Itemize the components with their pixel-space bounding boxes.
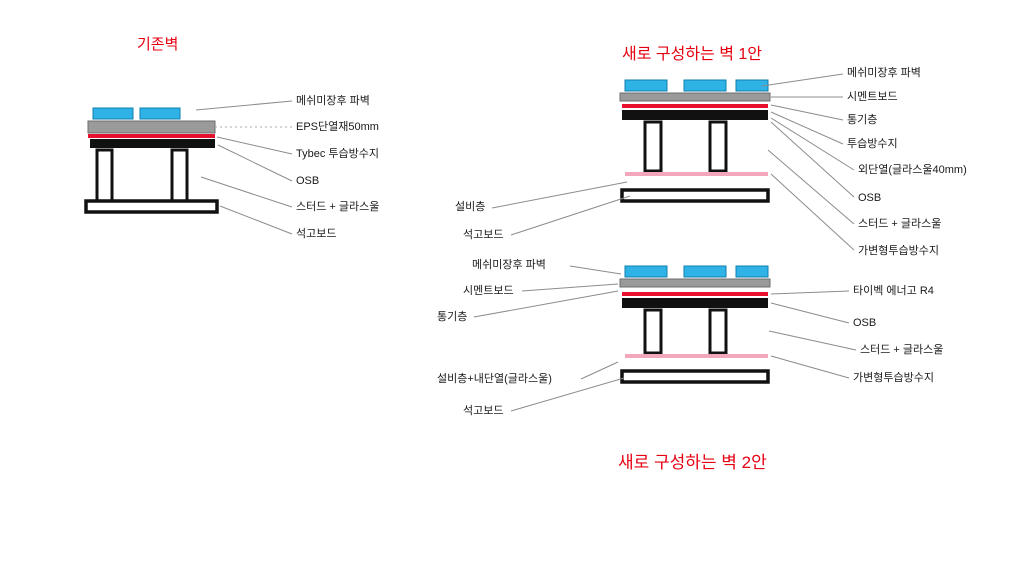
layer-label-tyvek-membrane: Tybec 투습방수지 [296, 148, 380, 160]
stud [643, 308, 663, 355]
cement-board-bar [619, 278, 771, 288]
existing-wall-leader-lines [195, 100, 293, 235]
variable-membrane-line [625, 354, 768, 358]
plan2-right-leader-lines [768, 290, 857, 379]
stud [170, 148, 189, 203]
tyvek-enerco-line [622, 292, 768, 296]
stud [708, 308, 728, 355]
existing-wall-drawing [84, 107, 219, 214]
plan1-label-vent-layer: 통기층 [847, 114, 878, 126]
plan1-label-mesh-plaster-brick: 메쉬미장후 파벽 [847, 67, 921, 79]
plan2-left-leader-lines [473, 265, 625, 412]
title-existing-wall: 기존벽 [137, 36, 179, 53]
plan1-label-osb: OSB [858, 192, 882, 204]
stud [708, 120, 728, 173]
cement-board-bar [619, 92, 771, 102]
leader-line [770, 121, 855, 198]
brick-tile [683, 79, 727, 92]
plan1-wall-drawing [619, 79, 771, 203]
plan1-label-variable-membrane: 가변형투습방수지 [858, 245, 939, 257]
leader-line [216, 136, 293, 155]
plan2-label-gypsum-board: 석고보드 [463, 405, 504, 417]
leader-line [219, 205, 293, 235]
title-new-wall-plan2: 새로 구성하는 벽 2안 [618, 453, 767, 472]
leader-line [510, 377, 625, 412]
stud [643, 120, 663, 173]
leader-line [770, 111, 844, 145]
layer-label-gypsum-board: 석고보드 [296, 228, 337, 240]
title-new-wall-plan1: 새로 구성하는 벽 1안 [622, 46, 762, 63]
plan2-label-service-int-insulation: 설비층+내단열(글라스울) [437, 373, 552, 385]
stud [95, 148, 114, 203]
leader-line [521, 283, 619, 292]
leader-line [510, 195, 631, 236]
plan2-label-tyvek-enerco: 타이벡 에너고 R4 [853, 285, 934, 297]
brick-tile [624, 265, 668, 278]
plan2-label-mesh-plaster-brick: 메쉬미장후 파벽 [472, 259, 546, 271]
variable-membrane-line [625, 172, 768, 176]
leader-line [200, 176, 293, 208]
brick-tile [624, 79, 668, 92]
plan1-label-service-layer: 설비층 [455, 201, 486, 213]
leader-line [770, 290, 850, 295]
gypsum-board-bar [620, 188, 770, 203]
eps-insulation-bar [87, 120, 216, 134]
leader-line [569, 265, 622, 275]
plan1-left-leader-lines [491, 181, 631, 236]
leader-line [770, 104, 844, 121]
leader-line [195, 100, 293, 111]
plan1-label-ext-insulation: 외단열(글라스울40mm) [858, 164, 967, 176]
plan1-label-membrane: 투습방수지 [847, 138, 898, 150]
leader-line [767, 149, 855, 225]
brick-tile [139, 107, 181, 120]
leader-line [768, 330, 857, 351]
leader-line [770, 302, 850, 324]
tyvek-membrane-line [88, 134, 215, 138]
plan1-right-leader-lines [761, 73, 855, 251]
leader-line [770, 117, 855, 171]
leader-line [770, 173, 855, 251]
brick-tile [735, 265, 769, 278]
brick-tile [92, 107, 134, 120]
gypsum-board-bar [84, 199, 219, 214]
plan2-label-stud-glasswool: 스터드 + 글라스울 [860, 344, 944, 356]
osb-bar [622, 110, 768, 120]
membrane-line [622, 104, 768, 108]
brick-tile [683, 265, 727, 278]
leader-line [217, 144, 293, 182]
plan2-label-vent-layer: 통기층 [437, 311, 468, 323]
plan2-label-osb: OSB [853, 317, 877, 329]
gypsum-board-bar [620, 369, 770, 384]
plan1-label-gypsum-board: 석고보드 [463, 229, 504, 241]
leader-line [770, 355, 850, 379]
layer-label-osb: OSB [296, 175, 320, 187]
plan1-label-stud-glasswool: 스터드 + 글라스울 [858, 218, 942, 230]
layer-label-mesh-plaster-brick: 메쉬미장후 파벽 [296, 95, 370, 107]
leader-line [580, 361, 619, 380]
layer-label-stud-glasswool: 스터드 + 글라스울 [296, 201, 380, 213]
plan2-label-variable-membrane: 가변형투습방수지 [853, 372, 934, 384]
layer-label-eps-insulation: EPS단열재50mm [296, 121, 379, 133]
osb-bar [622, 298, 768, 308]
leader-line [473, 290, 619, 318]
plan2-wall-drawing [619, 265, 771, 384]
leader-line [491, 181, 628, 209]
osb-bar [90, 139, 215, 148]
leader-line [761, 73, 844, 87]
plan1-label-cement-board: 시멘트보드 [847, 91, 898, 103]
plan2-label-cement-board: 시멘트보드 [463, 285, 514, 297]
